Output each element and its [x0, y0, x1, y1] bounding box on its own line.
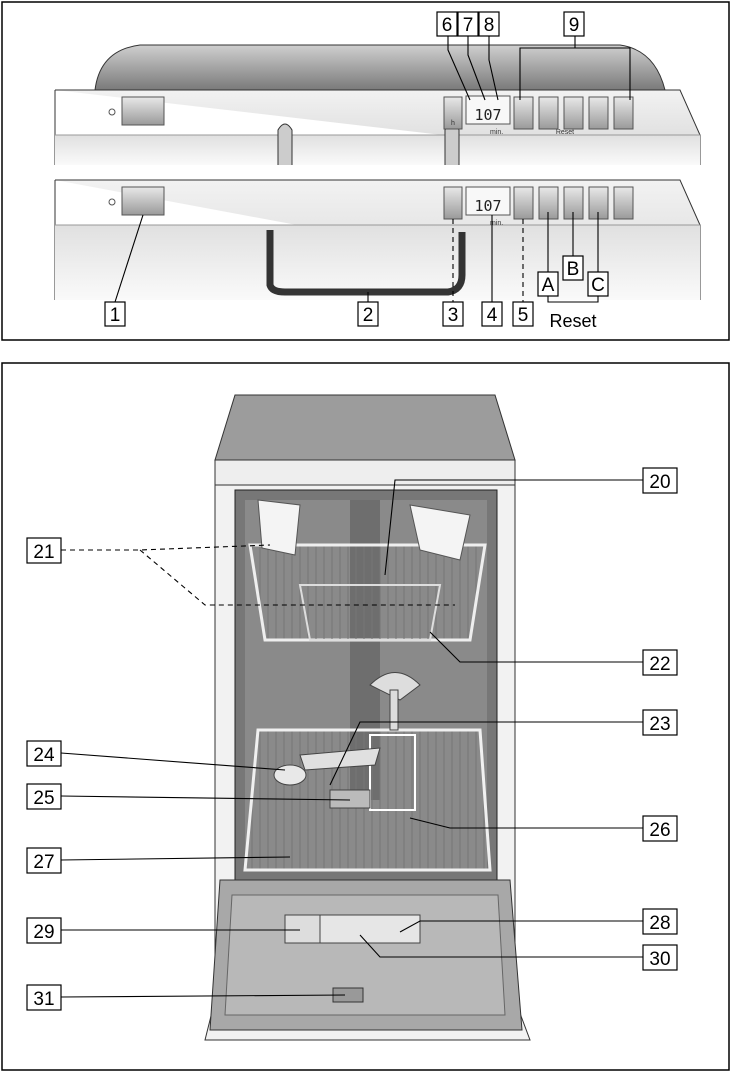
callout-6: 6 — [436, 11, 458, 37]
callout-9: 9 — [563, 11, 585, 37]
display: 107 — [465, 95, 511, 125]
callout-25: 25 — [26, 783, 62, 810]
callout-28: 28 — [642, 908, 678, 935]
lower-spray-arm — [299, 747, 381, 771]
program-button[interactable] — [538, 96, 559, 130]
svg-text:28: 28 — [649, 913, 670, 934]
svg-text:24: 24 — [33, 745, 55, 766]
power-indicator-icon — [108, 108, 116, 116]
svg-text:25: 25 — [33, 788, 54, 809]
display-unit: min. — [490, 129, 503, 136]
callout-lines-bottom — [60, 479, 643, 998]
lower-rack[interactable] — [243, 672, 492, 872]
main-switch-button[interactable] — [121, 186, 165, 216]
rinse-aid-dispenser — [284, 914, 321, 944]
svg-text:5: 5 — [518, 305, 529, 326]
power-indicator-icon — [108, 198, 116, 206]
program-button[interactable] — [563, 96, 584, 130]
control-panel-open: h 107 min. Reset — [54, 44, 701, 165]
callout-1: 1 — [104, 301, 126, 327]
svg-text:29: 29 — [33, 922, 54, 943]
timer-unit-label: h — [451, 120, 455, 127]
svg-text:20: 20 — [649, 472, 670, 493]
callout-22: 22 — [642, 649, 678, 676]
callout-b: B — [562, 255, 584, 281]
callout-3: 3 — [442, 301, 464, 327]
door-handle[interactable] — [266, 230, 466, 296]
svg-text:3: 3 — [448, 305, 459, 326]
callout-27: 27 — [26, 847, 62, 874]
svg-text:4: 4 — [487, 305, 498, 326]
svg-text:B: B — [567, 259, 580, 280]
callout-23: 23 — [642, 709, 678, 736]
callout-8: 8 — [478, 11, 500, 37]
callout-31: 31 — [26, 984, 62, 1011]
display-value: 107 — [474, 197, 501, 215]
upper-rack[interactable] — [248, 499, 487, 642]
svg-text:8: 8 — [484, 15, 495, 36]
filters — [329, 789, 371, 809]
svg-text:22: 22 — [649, 654, 670, 675]
cutlery-basket[interactable] — [369, 734, 416, 811]
svg-text:9: 9 — [569, 15, 580, 36]
door-dispensers — [284, 914, 421, 1003]
callout-24: 24 — [26, 740, 62, 767]
main-switch-button[interactable] — [121, 96, 165, 126]
callout-lines-top — [114, 35, 631, 303]
display-value: 107 — [474, 106, 501, 124]
timer-button[interactable] — [443, 186, 463, 220]
reset-marking: Reset — [556, 129, 574, 136]
timer-button[interactable] — [443, 96, 463, 130]
callout-20: 20 — [642, 467, 678, 494]
callout-5: 5 — [512, 301, 534, 327]
callout-29: 29 — [26, 917, 62, 944]
program-buttons — [513, 96, 634, 130]
svg-text:23: 23 — [649, 714, 670, 735]
detergent-dispenser — [319, 914, 421, 944]
salt-container — [273, 764, 307, 786]
svg-text:31: 31 — [33, 989, 54, 1010]
program-button[interactable] — [513, 96, 534, 130]
callout-21: 21 — [26, 537, 62, 564]
svg-text:A: A — [542, 275, 555, 296]
display: 107 — [465, 186, 511, 216]
half-load-button[interactable] — [513, 186, 534, 220]
svg-text:27: 27 — [33, 852, 54, 873]
svg-text:30: 30 — [649, 949, 670, 970]
program-button[interactable] — [588, 96, 609, 130]
svg-text:C: C — [591, 275, 605, 296]
svg-text:21: 21 — [33, 542, 54, 563]
callout-26: 26 — [642, 815, 678, 842]
svg-text:2: 2 — [363, 305, 374, 326]
callout-7: 7 — [457, 11, 479, 37]
program-button[interactable] — [613, 96, 634, 130]
svg-text:26: 26 — [649, 820, 670, 841]
callout-2: 2 — [357, 301, 379, 327]
svg-text:1: 1 — [110, 305, 121, 326]
reset-label: Reset — [549, 311, 596, 331]
program-button[interactable] — [613, 186, 634, 220]
callout-4: 4 — [481, 301, 503, 327]
svg-text:6: 6 — [442, 15, 453, 36]
svg-text:7: 7 — [463, 15, 474, 36]
callout-a: A — [537, 271, 559, 297]
display-unit: min. — [490, 220, 503, 227]
callout-c: C — [587, 271, 609, 297]
callout-30: 30 — [642, 944, 678, 971]
